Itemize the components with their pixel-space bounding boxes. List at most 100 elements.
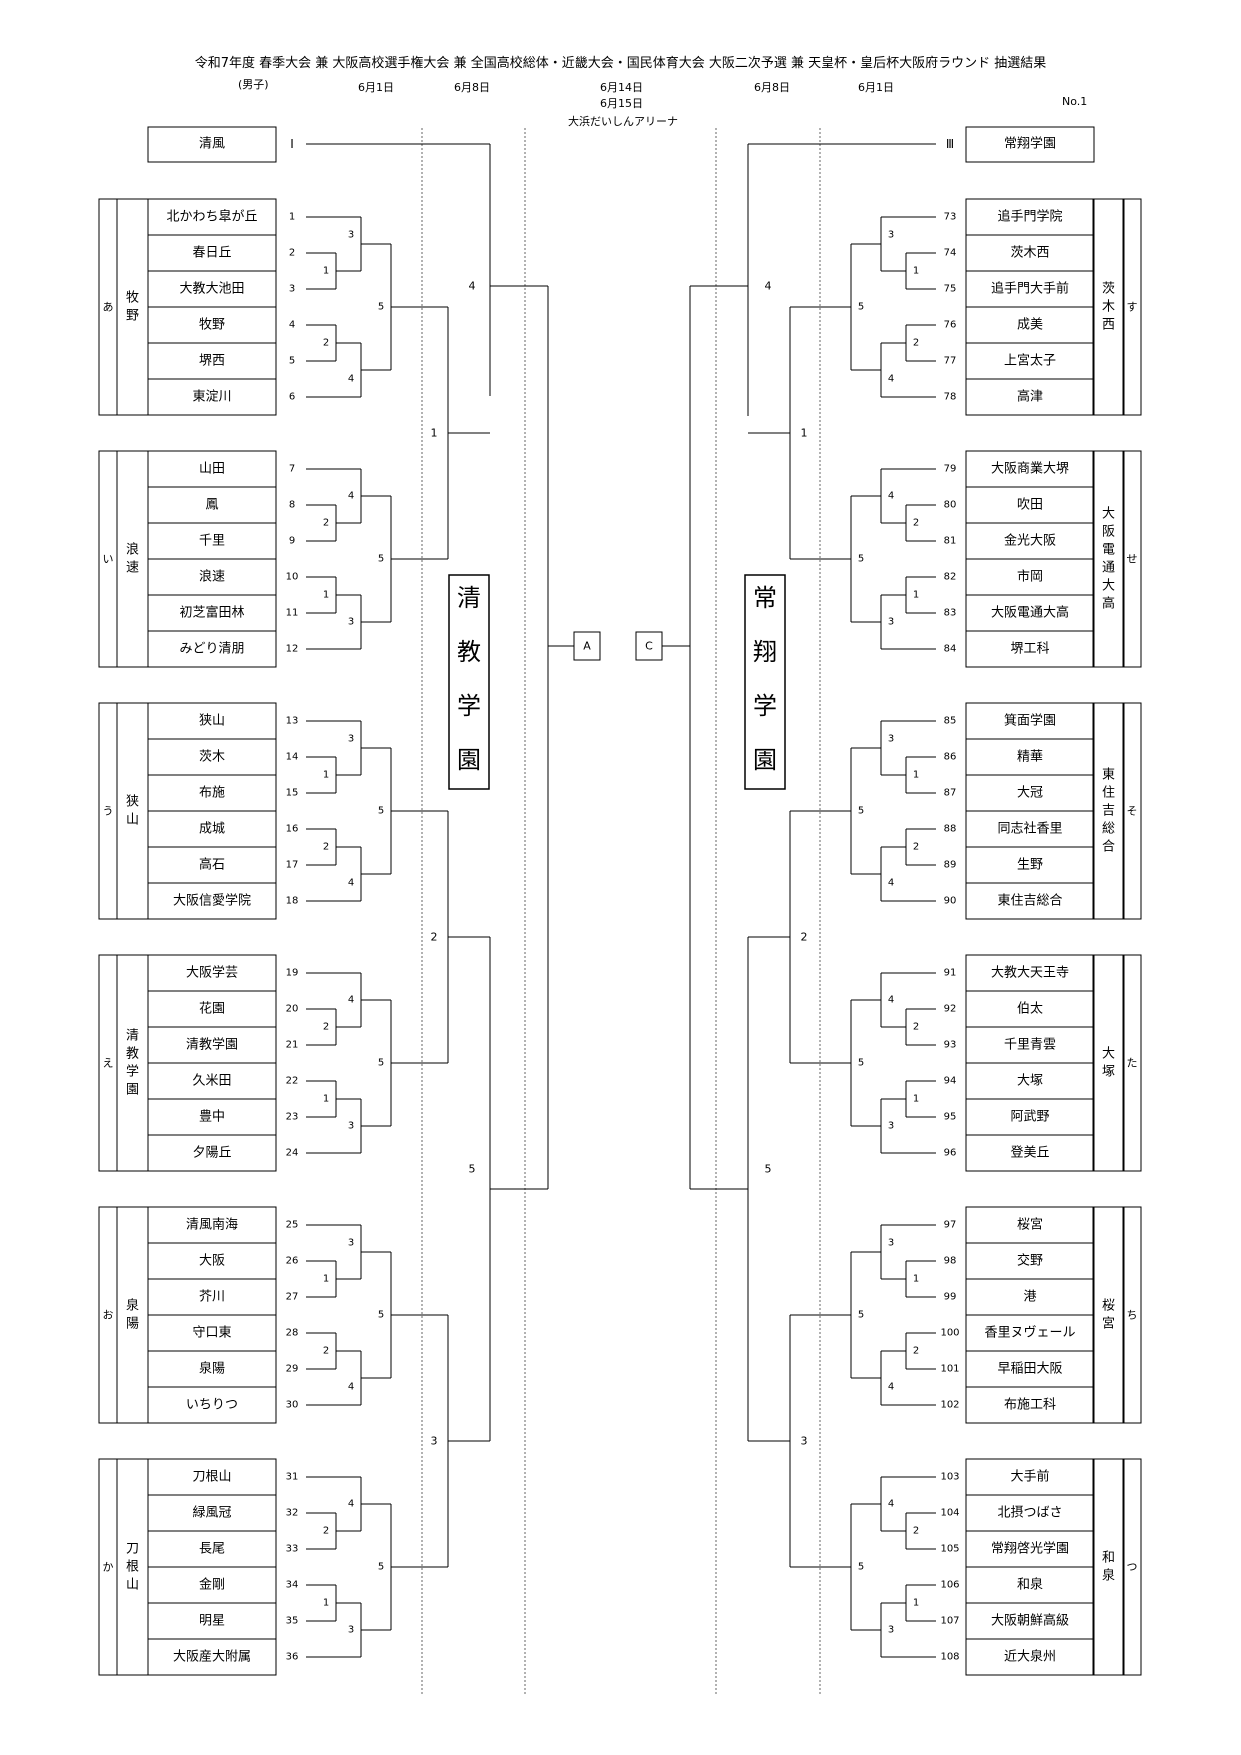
match-order: 5 [469,1163,476,1176]
team-name: 大冠 [1017,786,1043,801]
team-name: 堺西 [199,354,225,369]
group-venue-cell [1092,450,1125,668]
host-box-right [744,574,786,790]
team-number: 99 [944,1292,957,1303]
team-number: 3 [289,284,295,295]
team-number: 14 [286,752,299,763]
team-name: 花園 [199,1001,225,1017]
team-number: 13 [286,716,299,727]
team-number: 74 [944,248,957,259]
team-name: 茨木 [199,750,225,765]
match-order: 1 [323,1598,329,1609]
match-order: 5 [378,554,384,565]
group-kana-cell [1122,954,1142,1172]
team-number: 34 [286,1580,299,1591]
group-kana-cell [1122,198,1142,416]
page-title: 令和7年度 春季大会 兼 大阪高校選手権大会 兼 全国高校総体・近畿大会・国民体… [194,56,1047,71]
date-r1-left: 6月1日 [358,81,394,94]
group-venue-label: 刀 [126,1542,139,1557]
team-number: 86 [944,752,957,763]
team-number: 31 [286,1472,299,1483]
group-venue-label: 狭 [126,795,139,810]
match-order: 1 [913,1598,919,1609]
group-venue-label: 大 [1102,579,1115,594]
team-name: 市岡 [1017,569,1043,585]
team-number: 73 [944,212,957,223]
group-kana: か [103,1561,114,1574]
group-venue-label: 泉 [1102,1568,1115,1584]
match-order: 5 [858,806,864,817]
host-char: 清 [457,584,481,612]
team-number: 82 [944,572,957,583]
group-venue-cell [116,954,149,1172]
match-order: 3 [348,1121,354,1132]
group-venue-label: 学 [126,1064,139,1080]
match-order: 3 [888,230,894,241]
group-venue-label: 牧 [126,291,139,306]
bracket-letter-box [635,631,663,661]
team-number: 102 [940,1400,959,1411]
team-name: 大阪商業大堺 [991,461,1069,477]
team-number: 106 [940,1580,959,1591]
team-cell [147,1386,277,1424]
team-number: 88 [944,824,957,835]
seed-team-box [965,126,1095,163]
team-cell [965,630,1095,668]
group-venue-label: 西 [1102,318,1115,333]
match-order: 2 [323,1526,329,1537]
team-name: 緑風冠 [192,1506,231,1521]
match-order: 5 [858,554,864,565]
team-name: 東住吉総合 [997,893,1062,909]
team-name: 精華 [1017,750,1043,765]
team-name: 山田 [199,462,225,477]
group-kana: う [103,805,114,818]
team-name: 港 [1023,1290,1036,1305]
team-number: 24 [286,1148,299,1159]
match-order: 4 [888,374,894,385]
team-name: 伯太 [1017,1002,1043,1017]
team-name: 守口東 [192,1325,231,1341]
match-order: 2 [913,518,919,529]
team-number: 11 [286,608,299,619]
match-order: 5 [378,806,384,817]
team-number: 92 [944,1004,957,1015]
team-number: 10 [286,572,299,583]
team-name: 同志社香里 [997,821,1062,837]
team-number: 21 [286,1040,299,1051]
match-order: 4 [888,995,894,1006]
match-order: 1 [801,427,808,440]
team-number: 80 [944,500,957,511]
match-order: 3 [888,1625,894,1636]
team-number: 97 [944,1220,957,1231]
team-name: 刀根山 [192,1470,231,1485]
match-order: 4 [888,1382,894,1393]
team-number: 78 [944,392,957,403]
team-number: 36 [286,1652,299,1663]
team-name: 高津 [1017,389,1043,405]
match-order: 3 [348,617,354,628]
seed-team-box [147,126,277,163]
team-name: みどり清朋 [179,642,244,657]
team-number: 18 [286,896,299,907]
host-char: 園 [753,746,777,774]
group-kana: ち [1127,1309,1138,1322]
team-number: 90 [944,896,957,907]
team-number: 91 [944,968,957,979]
team-number: 27 [286,1292,299,1303]
group-venue-cell [1092,954,1125,1172]
match-order: 2 [913,338,919,349]
team-name: 牧野 [199,318,225,333]
team-number: 83 [944,608,957,619]
venue: 大浜だいしんアリーナ [568,115,678,128]
date-final: 6月15日 [600,97,643,110]
group-venue-label: 野 [126,309,139,324]
match-order: 5 [378,1310,384,1321]
group-venue-label: 山 [126,1578,139,1593]
group-venue-label: 合 [1102,840,1115,855]
team-number: 101 [940,1364,959,1375]
team-number: 4 [289,320,295,331]
group-venue-label: 住 [1102,786,1115,801]
match-order: 4 [348,995,354,1006]
seed-team-name: 常翔学園 [1004,136,1056,152]
